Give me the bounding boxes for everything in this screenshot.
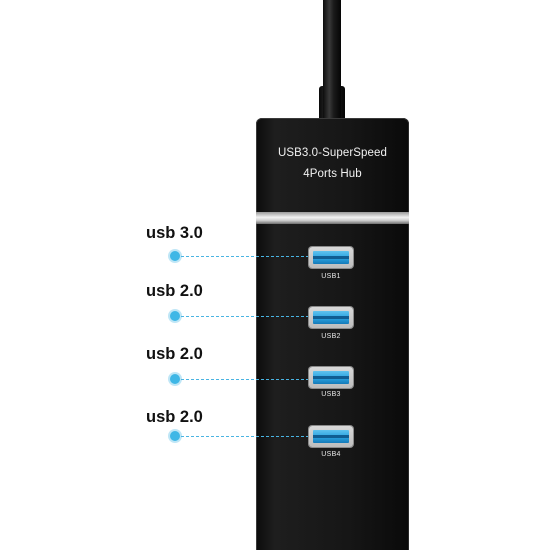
usb-port-2-label: USB2: [321, 333, 341, 340]
usb-port-3-label: USB3: [321, 391, 341, 398]
hub-title-line2: 4Ports Hub: [303, 168, 362, 180]
port-2-callout-dot: [170, 311, 180, 321]
usb-port-3: [309, 367, 353, 388]
usb-port-1-tongue: [313, 256, 349, 259]
port-2-callout-line: [181, 316, 309, 317]
port-2-callout-label: usb 2.0: [146, 282, 203, 300]
hub-title: USB3.0-SuperSpeed 4Ports Hub: [256, 143, 409, 185]
port-1-callout-label: usb 3.0: [146, 224, 203, 242]
usb-port-1-label: USB1: [321, 273, 341, 280]
port-1-callout-line: [181, 256, 309, 257]
usb-port-2-tongue: [313, 316, 349, 319]
usb-port-1: [309, 247, 353, 268]
port-3-callout-line: [181, 379, 309, 380]
port-3-callout-dot: [170, 374, 180, 384]
usb-cable: [323, 0, 341, 124]
usb-port-3-tongue: [313, 376, 349, 379]
usb-port-4-tongue: [313, 435, 349, 438]
usb-hub-body: [256, 118, 409, 550]
usb-port-4: [309, 426, 353, 447]
usb-port-2: [309, 307, 353, 328]
port-4-callout-dot: [170, 431, 180, 441]
port-4-callout-label: usb 2.0: [146, 408, 203, 426]
port-3-callout-label: usb 2.0: [146, 345, 203, 363]
hub-metal-band: [256, 212, 409, 224]
port-1-callout-dot: [170, 251, 180, 261]
port-4-callout-line: [181, 436, 309, 437]
hub-title-line1: USB3.0-SuperSpeed: [277, 147, 388, 159]
usb-port-4-label: USB4: [321, 451, 341, 458]
